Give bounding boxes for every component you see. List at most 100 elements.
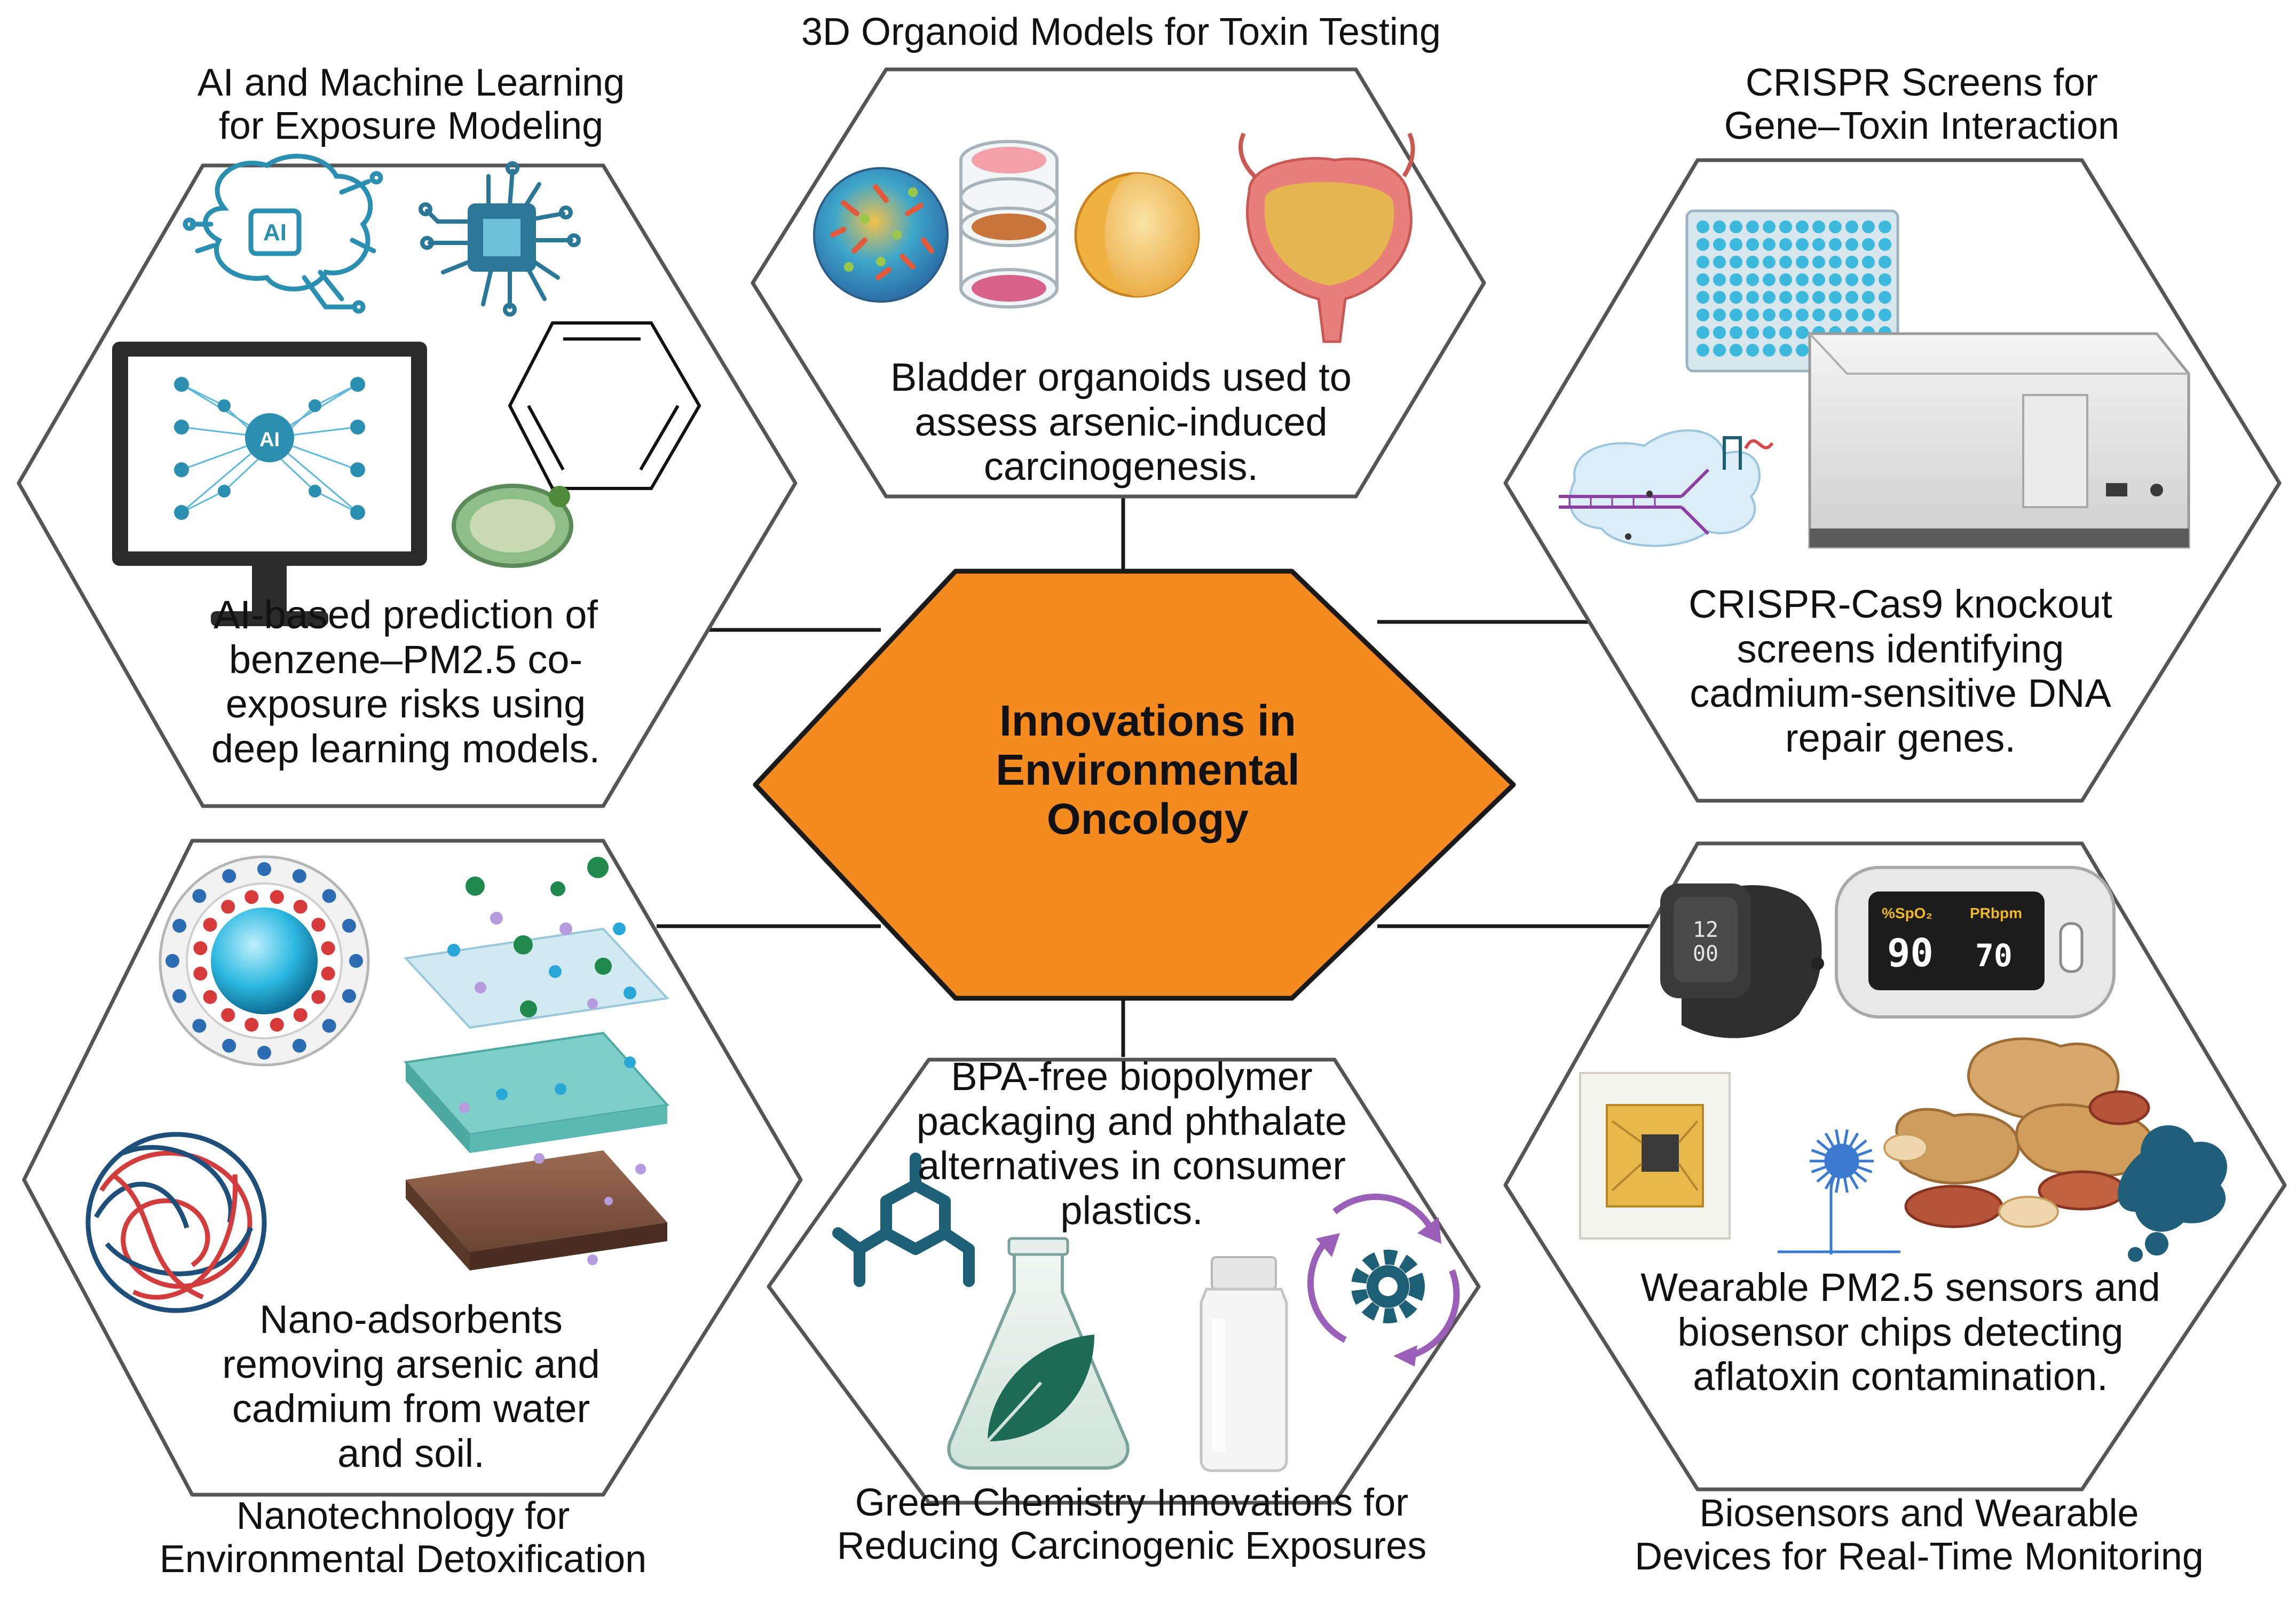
watch-time-minutes: 00 bbox=[1693, 942, 1718, 966]
monitor-ai-label: AI bbox=[259, 429, 280, 451]
well bbox=[1879, 220, 1891, 233]
positive-charge bbox=[293, 1008, 307, 1022]
well bbox=[1779, 309, 1792, 321]
well bbox=[1763, 256, 1776, 269]
spore-filament bbox=[1840, 1161, 1849, 1193]
title-line: Nanotechnology for bbox=[236, 1495, 570, 1537]
well bbox=[1763, 326, 1776, 339]
well bbox=[1812, 256, 1825, 269]
well bbox=[1746, 291, 1759, 304]
well bbox=[1812, 291, 1825, 304]
spore-filament bbox=[1811, 1159, 1842, 1173]
well bbox=[1730, 344, 1742, 357]
brain-ai-label: AI bbox=[263, 219, 287, 246]
oximeter-pr-value: 70 bbox=[1975, 937, 2013, 974]
well bbox=[1746, 309, 1759, 321]
well bbox=[1796, 344, 1809, 357]
positive-charge bbox=[293, 899, 307, 914]
well bbox=[1862, 273, 1875, 286]
body-line: screens identifying bbox=[1737, 626, 2064, 671]
well bbox=[1730, 220, 1742, 233]
well bbox=[1697, 326, 1709, 339]
title-line: Gene–Toxin Interaction bbox=[1724, 105, 2120, 148]
well bbox=[1796, 326, 1809, 339]
peanuts-icon bbox=[1883, 1037, 2156, 1228]
body-line: removing arsenic and bbox=[222, 1341, 600, 1386]
negative-charge bbox=[172, 919, 187, 933]
positive-charge bbox=[244, 890, 259, 904]
crispr-cas9-dna-icon bbox=[1559, 429, 1774, 547]
well bbox=[1845, 309, 1858, 321]
body-line: CRISPR-Cas9 knockout bbox=[1689, 582, 2112, 626]
spore-filament bbox=[1824, 1132, 1843, 1162]
negative-charge bbox=[222, 869, 236, 883]
well bbox=[1812, 309, 1825, 321]
well bbox=[1845, 220, 1858, 233]
bladder-icon bbox=[1238, 132, 1415, 343]
negative-charge bbox=[292, 1038, 306, 1053]
title-line: 3D Organoid Models for Toxin Testing bbox=[801, 11, 1441, 53]
body-line: cadmium-sensitive DNA bbox=[1690, 671, 2111, 716]
body-line: exposure risks using bbox=[225, 682, 586, 727]
oximeter-pr-label: PRbpm bbox=[1970, 905, 2022, 921]
negative-charge bbox=[349, 954, 363, 968]
body-line: repair genes. bbox=[1785, 715, 2016, 760]
title-line: Devices for Real-Time Monitoring bbox=[1635, 1535, 2204, 1579]
hex-green bbox=[767, 1058, 1481, 1505]
plate-reader-instrument-icon bbox=[1808, 332, 2190, 549]
positive-charge bbox=[203, 918, 217, 932]
well bbox=[1730, 326, 1742, 339]
well bbox=[1763, 309, 1776, 321]
negative-charge bbox=[165, 954, 179, 968]
body-line: carcinogenesis. bbox=[983, 444, 1259, 489]
spore-filament bbox=[1840, 1129, 1849, 1162]
spore-filament bbox=[1840, 1160, 1859, 1190]
negative-charge bbox=[342, 989, 356, 1003]
body-line: assess arsenic-induced bbox=[914, 399, 1328, 444]
negative-charge bbox=[322, 1019, 336, 1033]
well bbox=[1779, 326, 1792, 339]
well bbox=[1779, 238, 1792, 251]
crispr-title: CRISPR Screens for Gene–Toxin Interactio… bbox=[1601, 61, 2242, 148]
body-line: packaging and phthalate bbox=[916, 1099, 1347, 1143]
positive-charge bbox=[311, 918, 326, 932]
body-line: and soil. bbox=[337, 1431, 485, 1475]
connector-lines bbox=[657, 496, 1650, 1057]
well bbox=[1697, 238, 1709, 251]
body-line: AI-based prediction of bbox=[214, 593, 598, 637]
well bbox=[1713, 326, 1726, 339]
center-hexagon bbox=[753, 569, 1516, 1001]
organoids-title: 3D Organoid Models for Toxin Testing bbox=[721, 11, 1521, 54]
nano-title: Nanotechnology for Environmental Detoxif… bbox=[96, 1495, 710, 1582]
positive-charge bbox=[321, 966, 335, 981]
center-title-line: Environmental bbox=[996, 745, 1300, 794]
well bbox=[1763, 344, 1776, 357]
body-line: deep learning models. bbox=[211, 726, 601, 771]
well bbox=[1812, 238, 1825, 251]
well bbox=[1845, 291, 1858, 304]
well bbox=[1730, 256, 1742, 269]
negative-charge bbox=[192, 1019, 207, 1033]
fungus-icon bbox=[2118, 1125, 2227, 1262]
title-line: Green Chemistry Innovations for bbox=[855, 1481, 1409, 1524]
pulse-oximeter-icon bbox=[1835, 866, 2116, 1019]
biosensor-chip-icon bbox=[1579, 1072, 1731, 1240]
well bbox=[1812, 273, 1825, 286]
body-line: cadmium from water bbox=[232, 1386, 590, 1431]
positive-charge bbox=[203, 990, 217, 1004]
well bbox=[1697, 309, 1709, 321]
well bbox=[1845, 273, 1858, 286]
body-line: BPA-free biopolymer bbox=[951, 1054, 1313, 1099]
green-title: Green Chemistry Innovations for Reducing… bbox=[758, 1481, 1505, 1568]
body-line: Nano-adsorbents bbox=[259, 1297, 563, 1341]
title-line: Biosensors and Wearable bbox=[1699, 1492, 2139, 1535]
well bbox=[1697, 344, 1709, 357]
ai-ml-title: AI and Machine Learning for Exposure Mod… bbox=[107, 61, 715, 148]
well bbox=[1746, 344, 1759, 357]
ai-brain-circuit-icon bbox=[183, 154, 383, 314]
well bbox=[1862, 309, 1875, 321]
positive-charge bbox=[270, 1017, 284, 1032]
well bbox=[1796, 256, 1809, 269]
well bbox=[1879, 273, 1891, 286]
